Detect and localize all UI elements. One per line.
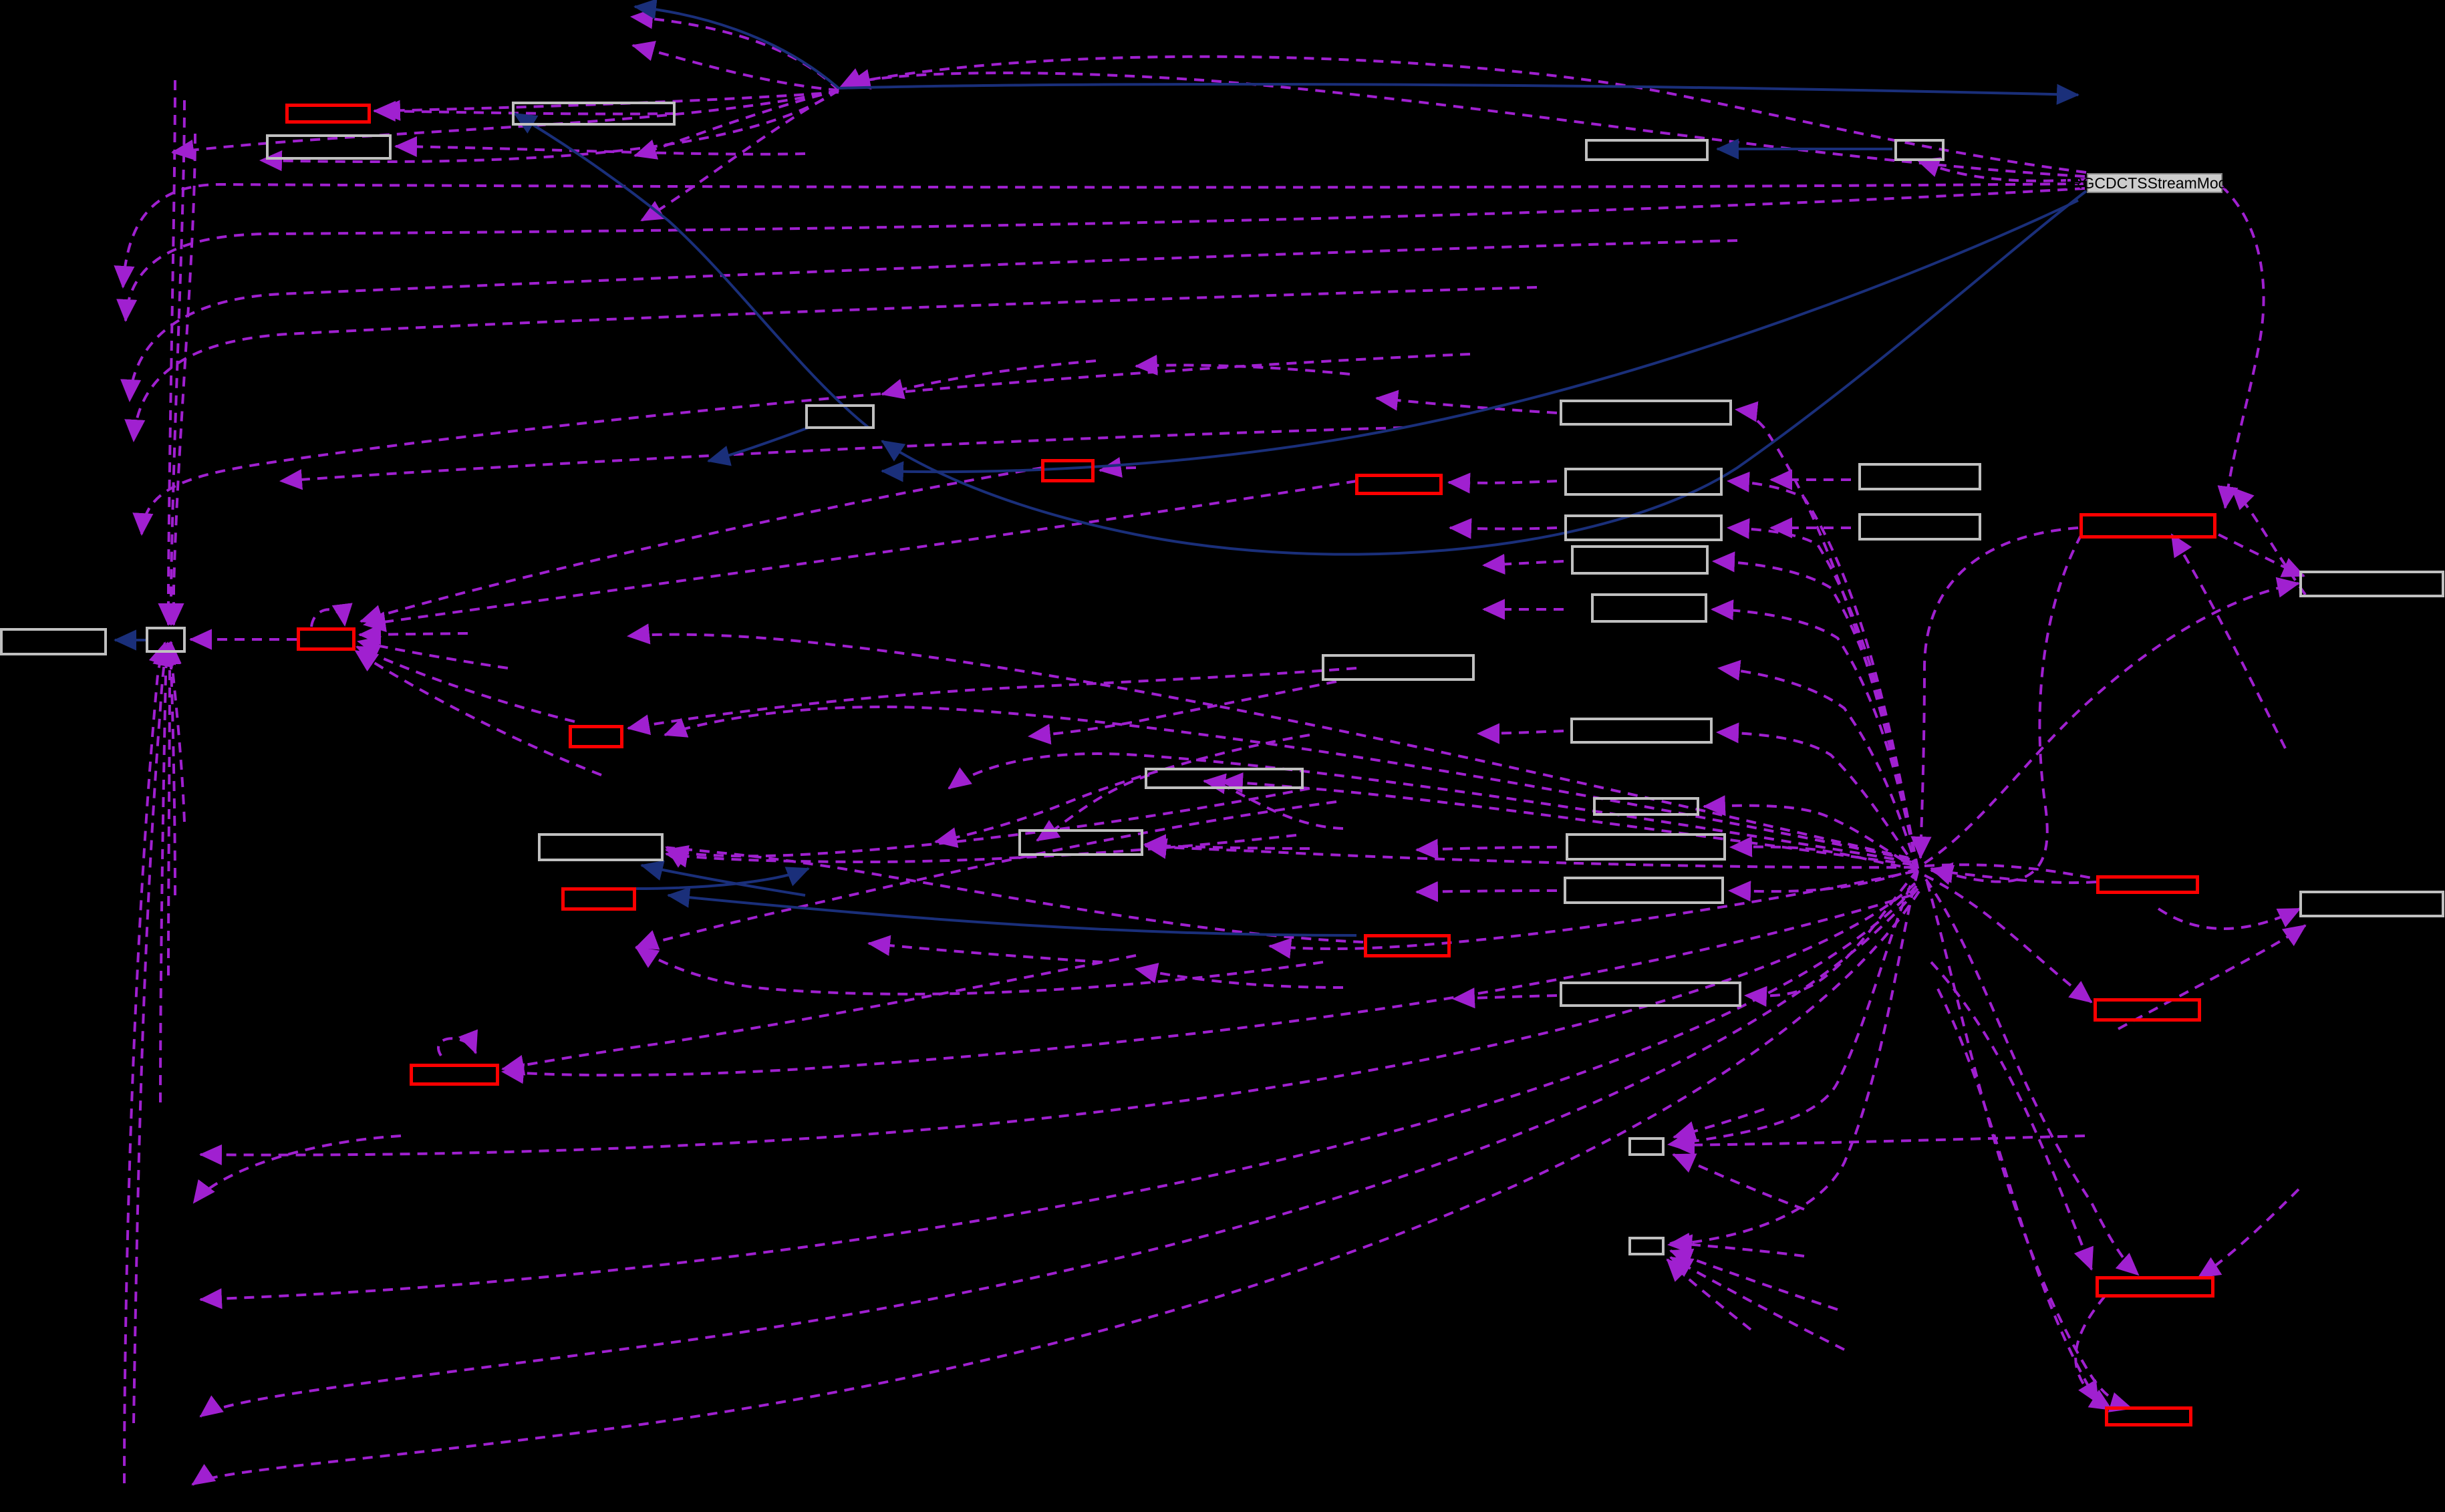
graph-node[interactable]: [2299, 891, 2444, 917]
graph-node[interactable]: [1571, 545, 1709, 575]
graph-node[interactable]: [2096, 875, 2199, 894]
graph-node[interactable]: [297, 627, 355, 651]
graph-node[interactable]: [1322, 654, 1475, 681]
graph-node[interactable]: [1018, 829, 1143, 856]
graph-node[interactable]: [1593, 797, 1699, 816]
graph-node[interactable]: [2094, 998, 2201, 1022]
graph-node[interactable]: [1564, 468, 1723, 496]
graph-node[interactable]: [1585, 139, 1709, 161]
graph-node[interactable]: [1628, 1137, 1665, 1156]
graph-node[interactable]: [1041, 459, 1095, 482]
graph-node[interactable]: [561, 887, 636, 911]
graph-node[interactable]: [266, 134, 392, 160]
graph-node[interactable]: [1564, 877, 1724, 904]
graph-node[interactable]: [1355, 474, 1443, 495]
graph-node[interactable]: [285, 104, 371, 124]
graph-node[interactable]: [410, 1064, 499, 1086]
graph-node[interactable]: [1560, 981, 1741, 1007]
graph-node[interactable]: [1858, 463, 1981, 490]
graph-node[interactable]: [512, 102, 676, 126]
graph-node[interactable]: [1591, 593, 1707, 623]
graph-node[interactable]: [2096, 1276, 2214, 1298]
graph-node[interactable]: [2299, 571, 2444, 597]
graph-node[interactable]: [1566, 833, 1726, 861]
graph-node[interactable]: [1564, 514, 1723, 541]
secondary-edge-group: [114, 0, 2088, 937]
graph-node[interactable]: [1858, 513, 1981, 541]
graph-node[interactable]: [1570, 718, 1713, 744]
graph-node[interactable]: [805, 404, 875, 429]
graph-node[interactable]: [569, 725, 623, 748]
graph-node[interactable]: [146, 627, 186, 653]
graph-node-label: TRGCDCTSStreamModule: [2061, 174, 2248, 192]
primary-edge-group: [114, 8, 2307, 1486]
graph-node[interactable]: [1628, 1237, 1665, 1255]
graph-node[interactable]: [1894, 139, 1945, 161]
graph-node-highlighted[interactable]: TRGCDCTSStreamModule: [2062, 173, 2247, 193]
graph-node[interactable]: [538, 833, 664, 861]
graph-node[interactable]: [2079, 513, 2216, 539]
graph-node[interactable]: [1145, 768, 1304, 789]
graph-node[interactable]: [1560, 400, 1732, 426]
graph-node[interactable]: [1364, 934, 1451, 957]
graph-node[interactable]: [2105, 1406, 2192, 1426]
graph-node[interactable]: [0, 628, 107, 655]
